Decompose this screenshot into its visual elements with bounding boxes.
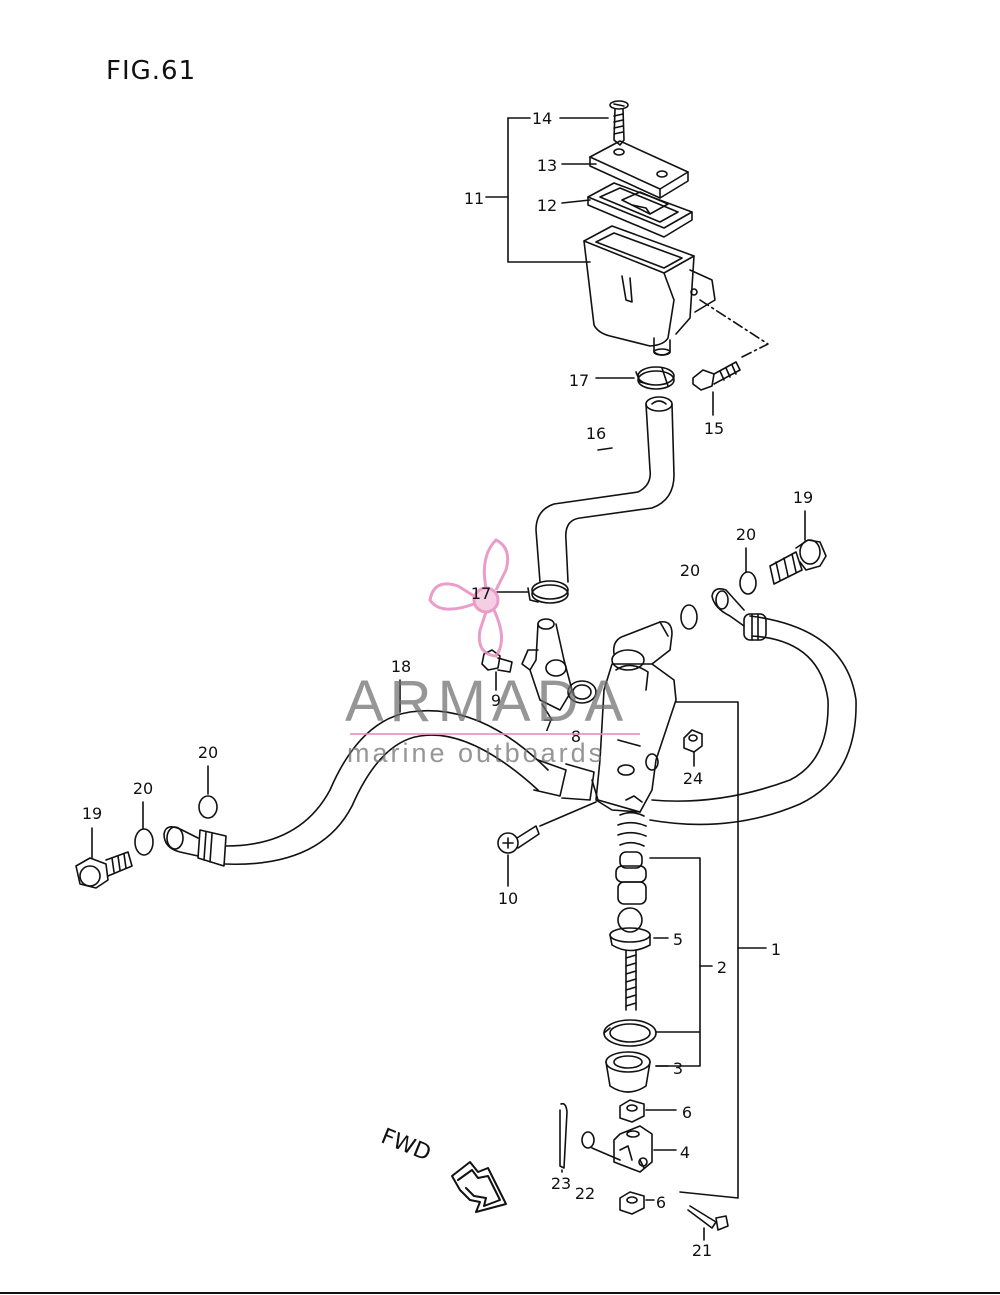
- callout-c3: 3: [673, 1059, 683, 1078]
- watermark-rule: [350, 733, 640, 735]
- forward-arrow-icon: [451, 1161, 507, 1213]
- bolt-part-19-left: [75, 851, 133, 889]
- callout-c11: 11: [464, 189, 484, 208]
- leader-22: [591, 1147, 621, 1161]
- callout-c12: 12: [537, 196, 557, 215]
- callout-c6b: 6: [656, 1193, 666, 1212]
- callout-c10: 10: [498, 889, 518, 908]
- piston-assembly-part-2: [609, 795, 651, 1011]
- callout-c18: 18: [391, 657, 411, 676]
- callout-c23: 23: [551, 1174, 571, 1193]
- callout-c9: 9: [491, 691, 501, 710]
- callout-c20a: 20: [736, 525, 756, 544]
- callout-c5: 5: [673, 930, 683, 949]
- hose-clamp-part-17-lower: [527, 580, 569, 604]
- callout-c17a: 17: [569, 371, 589, 390]
- nut-part-24: [683, 729, 703, 753]
- leader-15-dashdot: [699, 299, 769, 359]
- leader-11-bracket: [507, 117, 591, 263]
- circlip: [603, 1019, 657, 1047]
- cap-part-13: [589, 140, 689, 199]
- leader-2-bracket: [649, 857, 701, 1067]
- bolt-part-15: [692, 361, 741, 391]
- callout-c17b: 17: [471, 584, 491, 603]
- leader-16: [597, 447, 613, 451]
- callout-c1: 1: [771, 940, 781, 959]
- bolt-part-19-right: [769, 539, 827, 585]
- hose-right: [649, 588, 857, 826]
- boot-part-3: [605, 1051, 651, 1093]
- callout-c7: 7: [543, 716, 553, 735]
- callout-c4: 4: [680, 1143, 690, 1162]
- callout-c20b: 20: [680, 561, 700, 580]
- callout-labels: 1413121117151619202017189782024201910512…: [82, 109, 813, 1260]
- elbow-fitting-part-7: [521, 618, 573, 711]
- o-ring-part-8: [567, 680, 597, 704]
- fwd-label: FWD: [377, 1124, 434, 1166]
- washer-part-22: [581, 1131, 595, 1149]
- leader-1-bracket: [675, 701, 739, 1199]
- callout-c22: 22: [575, 1184, 595, 1203]
- callout-c19b: 19: [82, 804, 102, 823]
- hose-clamp-part-17-upper: [635, 366, 675, 390]
- washer-part-20-b: [680, 604, 698, 630]
- cotter-pin-part-23: [559, 1102, 568, 1169]
- figure-title: FIG.61: [106, 56, 197, 86]
- leader-7: [541, 703, 553, 721]
- hose-part-18-left: [163, 709, 595, 867]
- pin-part-21: [687, 1205, 729, 1231]
- armada-propeller-logo: [428, 538, 510, 658]
- reservoir-body: [583, 225, 716, 356]
- callout-c20c: 20: [198, 743, 218, 762]
- screw-part-14: [609, 100, 629, 146]
- diaphragm-part-12: [587, 182, 693, 238]
- callout-c13: 13: [537, 156, 557, 175]
- reservoir-assembly: [485, 100, 769, 359]
- washer-part-20-a: [739, 571, 757, 595]
- washer-part-20-c: [198, 795, 218, 819]
- callout-c20d: 20: [133, 779, 153, 798]
- callout-c16: 16: [586, 424, 606, 443]
- callout-c2: 2: [717, 958, 727, 977]
- callout-c6a: 6: [682, 1103, 692, 1122]
- nut-part-6-upper: [619, 1099, 645, 1123]
- watermark-name: ARMADA: [345, 669, 630, 734]
- master-cylinder-body-part-1: [591, 620, 677, 813]
- callout-c8: 8: [571, 727, 581, 746]
- screw-part-10: [497, 825, 540, 854]
- clevis-part-4: [613, 1125, 653, 1173]
- leader-10b: [539, 801, 597, 827]
- leader-12: [561, 199, 591, 204]
- callout-c15: 15: [704, 419, 724, 438]
- nut-part-6-lower: [619, 1191, 645, 1215]
- callout-c19a: 19: [793, 488, 813, 507]
- hose-part-16: [535, 396, 675, 583]
- callout-c24: 24: [683, 769, 703, 788]
- washer-part-20-d: [134, 828, 154, 856]
- callout-c21: 21: [692, 1241, 712, 1260]
- screw-part-9: [481, 649, 513, 673]
- watermark-tagline: marine outboards: [347, 738, 606, 768]
- callout-c14: 14: [532, 109, 552, 128]
